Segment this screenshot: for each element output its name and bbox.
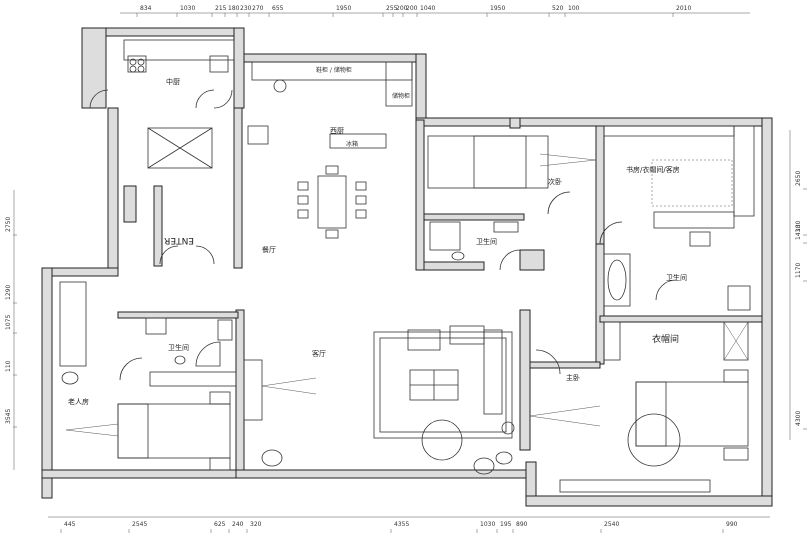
dim-top-1: 1030 — [180, 5, 195, 12]
dim-right-0: 2650 — [795, 171, 802, 186]
dim-right-2: 1430 — [795, 225, 802, 240]
label-western-kitchen: 西厨 — [330, 127, 344, 135]
label-fridge: 冰箱 — [346, 140, 358, 148]
dim-top-12: 1950 — [490, 5, 505, 12]
dim-left-2: 1075 — [5, 315, 12, 330]
dim-right-1: 130 — [795, 220, 802, 232]
label-kitchen: 中厨 — [166, 77, 180, 86]
dim-bottom-3: 240 — [232, 521, 244, 528]
dim-left-1: 1290 — [5, 285, 12, 300]
room-labels: 中厨 西厨 餐厅 客厅 老人房 卫生间 卫生间 卫生间 次卧 书房/衣帽间/客房… — [68, 66, 687, 406]
bathroom-right — [603, 231, 751, 311]
kitchen — [89, 39, 235, 109]
dim-right-4: 4300 — [795, 411, 802, 426]
dim-top-5: 270 — [252, 5, 264, 12]
dim-bottom-2: 625 — [214, 521, 226, 528]
dim-left-3: 110 — [5, 360, 12, 372]
label-cabinet: 鞋柜 / 储物柜 — [316, 66, 352, 74]
label-storage: 储物柜 — [392, 92, 410, 100]
dim-top-2: 215 — [215, 5, 227, 12]
dim-top-4: 230 — [240, 5, 252, 12]
label-master: 主卧 — [566, 373, 580, 382]
dim-bottom-9: 2540 — [604, 521, 619, 528]
elder-room — [59, 281, 231, 471]
wardrobe-room — [603, 321, 749, 361]
label-living: 客厅 — [312, 349, 326, 358]
label-entrance: ENTER — [164, 235, 194, 245]
label-wardrobe: 衣帽间 — [652, 333, 679, 345]
bathroom-middle — [429, 221, 521, 271]
dim-top-11: 1040 — [420, 5, 435, 12]
second-bedroom — [427, 135, 597, 215]
dim-bottom-7: 195 — [500, 521, 512, 528]
label-bathroom-middle: 卫生间 — [476, 237, 497, 246]
dim-top-15: 2010 — [676, 5, 691, 12]
label-elder-room: 老人房 — [68, 397, 89, 406]
label-second-bedroom: 次卧 — [548, 177, 562, 186]
dim-top-6: 655 — [272, 5, 284, 12]
dim-top-0: 834 — [140, 5, 152, 12]
dim-top-13: 520 — [552, 5, 564, 12]
master-bedroom — [529, 349, 749, 493]
bathroom-left — [145, 317, 237, 387]
dim-top-14: 100 — [568, 5, 580, 12]
dim-left-4: 3545 — [5, 409, 12, 424]
living-room — [243, 325, 515, 475]
dim-bottom-4: 320 — [250, 521, 262, 528]
dim-bottom-0: 445 — [64, 521, 76, 528]
dim-top-10: 200 — [406, 5, 418, 12]
outer-walls — [41, 27, 773, 507]
dim-right-3: 1170 — [795, 263, 802, 278]
dim-bottom-6: 1030 — [480, 521, 495, 528]
label-study: 书房/衣帽间/客房 — [626, 165, 680, 174]
dim-bottom-5: 4355 — [394, 521, 409, 528]
dim-bottom-8: 890 — [516, 521, 528, 528]
study-room — [599, 125, 755, 245]
stair-shaft — [123, 127, 215, 267]
western-kitchen — [247, 61, 413, 149]
dim-bottom-1: 2545 — [132, 521, 147, 528]
label-bathroom-right: 卫生间 — [666, 273, 687, 282]
dim-top-7: 1950 — [336, 5, 351, 12]
dining-table — [297, 165, 367, 239]
dim-top-3: 180 — [228, 5, 240, 12]
dim-left-0: 2750 — [5, 217, 12, 232]
dim-top-8: 255 — [386, 5, 398, 12]
label-bathroom-left: 卫生间 — [168, 343, 189, 352]
label-dining: 餐厅 — [262, 245, 276, 254]
dim-top-9: 200 — [396, 5, 408, 12]
dim-bottom-10: 990 — [726, 521, 738, 528]
